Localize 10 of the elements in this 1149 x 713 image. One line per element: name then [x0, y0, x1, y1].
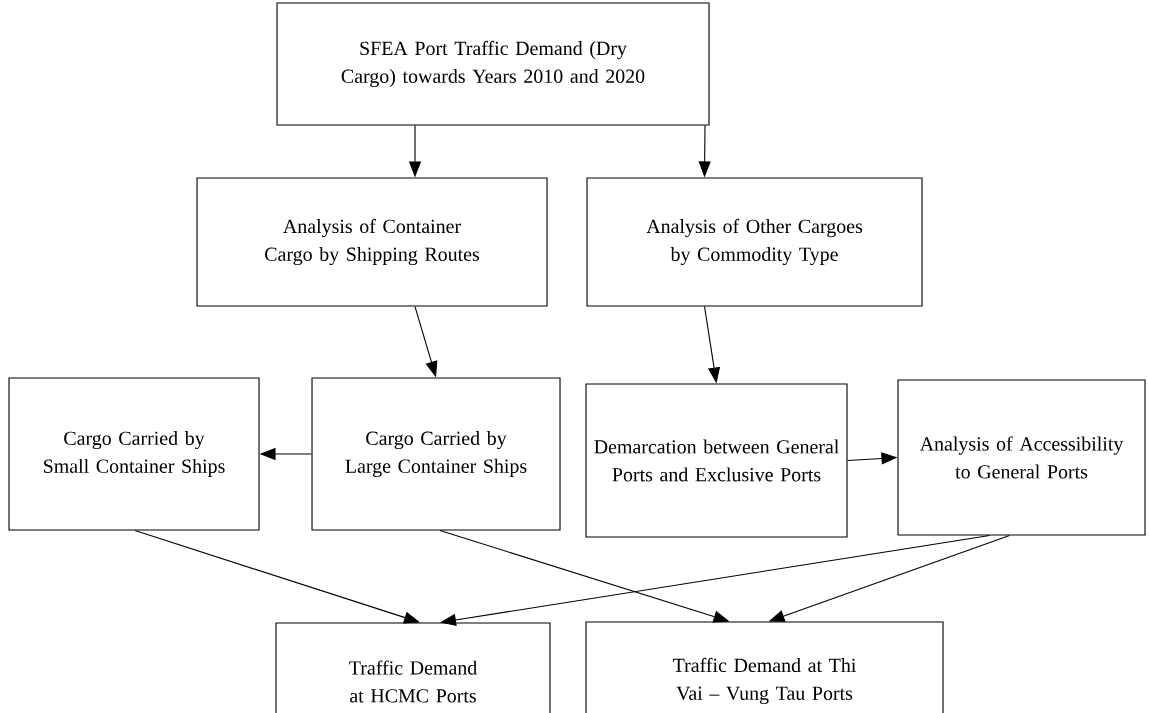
process-box: Cargo Carried by Large Container Ships — [311, 377, 561, 531]
process-box: Analysis of Container Cargo by Shipping Routes — [196, 177, 548, 307]
process-box: Demarcation between General Ports and Exclusive Ports — [585, 383, 848, 538]
process-box: SFEA Port Traffic Demand (Dry Cargo) towards Years 2010 and 2020 — [276, 2, 710, 126]
process-box: Traffic Demand at Thi Vai – Vung Tau Ports — [585, 621, 944, 713]
process-box: Traffic Demand at HCMC Ports — [275, 622, 551, 713]
process-box: Cargo Carried by Small Container Ships — [8, 377, 260, 531]
arrow — [134, 530, 420, 624]
process-box: Analysis of Other Cargoes by Commodity Type — [586, 177, 923, 307]
process-box: Analysis of Accessibility to General Ports — [897, 379, 1146, 536]
